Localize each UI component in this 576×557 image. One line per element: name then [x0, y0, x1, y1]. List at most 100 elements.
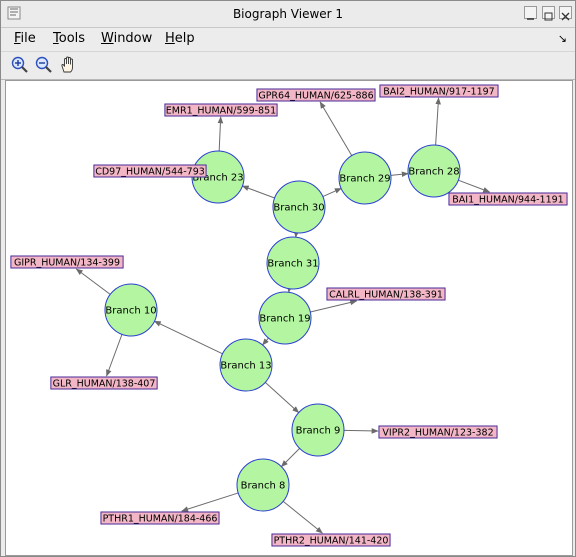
close-icon — [561, 12, 570, 21]
branch-node-circle[interactable] — [236, 458, 290, 512]
edge-b29-b28 — [390, 171, 409, 178]
zoom-in-button[interactable] — [10, 55, 30, 75]
branch-node-circle[interactable] — [407, 144, 461, 198]
edge-b9-b8 — [280, 448, 300, 468]
leaf-node-box[interactable] — [271, 533, 391, 547]
zoom-out-button[interactable] — [34, 55, 54, 75]
leaf-node-label: PTHR2_HUMAN/141-420 — [274, 536, 389, 547]
leaf-node-box[interactable] — [100, 511, 220, 525]
menu-tools[interactable]: Tools — [53, 31, 85, 46]
leaf-node-box[interactable] — [448, 192, 568, 206]
branch-node[interactable]: Branch 28 — [407, 144, 461, 198]
leaf-node-label: BAI1_HUMAN/944-1191 — [452, 195, 563, 206]
branch-node[interactable]: Branch 19 — [258, 291, 312, 345]
edge-b28-bai1 — [458, 179, 491, 193]
branch-node[interactable]: Branch 9 — [291, 403, 345, 457]
leaf-node[interactable]: CD97_HUMAN/544-793 — [93, 164, 207, 178]
branch-node-label: Branch 29 — [339, 174, 390, 185]
maximize-button[interactable] — [542, 6, 555, 21]
graph-canvas[interactable]: Branch 23 Branch 30 Branch 29 Branch 28 Bran… — [5, 80, 573, 556]
menu-bar: File Tools Window Help ↘ — [1, 28, 575, 50]
leaf-node[interactable]: VIPR2_HUMAN/123-382 — [378, 425, 498, 439]
leaf-node-label: CALRL_HUMAN/138-391 — [329, 290, 443, 301]
branch-node-label: Branch 23 — [192, 173, 243, 184]
leaf-node-label: VIPR2_HUMAN/123-382 — [382, 428, 493, 439]
minimize-button[interactable] — [524, 6, 537, 20]
branch-node-label: Branch 9 — [296, 426, 341, 437]
leaf-node-box[interactable] — [379, 84, 499, 98]
pan-button[interactable] — [58, 55, 78, 75]
nodes-layer: Branch 23 Branch 30 Branch 29 Branch 28 Bran… — [10, 84, 568, 547]
minimize-icon — [527, 18, 534, 20]
edge-b23-emr1 — [217, 116, 224, 152]
leaf-node-label: GLR_HUMAN/138-407 — [53, 379, 156, 390]
edge-b31-b19 — [286, 285, 293, 293]
edge-b13-b10 — [153, 320, 223, 355]
leaf-node[interactable]: CALRL_HUMAN/138-391 — [326, 287, 446, 301]
leaf-node-box[interactable] — [256, 88, 376, 102]
leaf-node[interactable]: PTHR1_HUMAN/184-466 — [100, 511, 220, 525]
edge-b8-pthr2 — [282, 500, 323, 534]
leaf-node[interactable]: GIPR_HUMAN/134-399 — [10, 255, 124, 269]
branch-node[interactable]: Branch 29 — [338, 151, 392, 205]
close-button[interactable] — [559, 6, 572, 21]
edge-b8-pthr1 — [181, 492, 239, 512]
menu-window[interactable]: Window — [101, 31, 152, 46]
window-title: Biograph Viewer 1 — [232, 7, 344, 21]
leaf-node[interactable]: GPR64_HUMAN/625-886 — [256, 88, 376, 102]
edge-b9-vipr2 — [343, 428, 379, 434]
branch-node[interactable]: Branch 10 — [104, 283, 158, 337]
leaf-node[interactable]: EMR1_HUMAN/599-851 — [164, 103, 278, 117]
branch-node-label: Branch 28 — [408, 167, 459, 178]
branch-node-circle[interactable] — [272, 180, 326, 234]
leaf-node[interactable]: BAI2_HUMAN/917-1197 — [379, 84, 499, 98]
branch-node-label: Branch 8 — [241, 481, 286, 492]
edge-b13-b9 — [264, 382, 300, 414]
branch-node-label: Branch 31 — [267, 259, 318, 270]
leaf-node-box[interactable] — [93, 164, 207, 178]
leaf-node-label: GIPR_HUMAN/134-399 — [14, 258, 120, 269]
menu-help[interactable]: Help — [165, 31, 195, 46]
leaf-node[interactable]: PTHR2_HUMAN/141-420 — [271, 533, 391, 547]
pan-hand-icon — [61, 56, 73, 73]
zoom-out-icon — [35, 56, 52, 73]
branch-node-circle[interactable] — [266, 236, 320, 290]
leaf-node-label: EMR1_HUMAN/599-851 — [166, 106, 276, 117]
maximize-icon — [544, 12, 553, 21]
branch-node-label: Branch 19 — [259, 314, 310, 325]
leaf-node-box[interactable] — [164, 103, 278, 117]
leaf-node-box[interactable] — [10, 255, 124, 269]
branch-node-circle[interactable] — [219, 338, 273, 392]
branch-node[interactable]: Branch 31 — [266, 236, 320, 290]
phylogenetic-tree-graph[interactable]: Branch 23 Branch 30 Branch 29 Branch 28 Bran… — [5, 80, 573, 556]
leaf-node-box[interactable] — [378, 425, 498, 439]
leaf-node[interactable]: BAI1_HUMAN/944-1191 — [448, 192, 568, 206]
zoom-in-icon — [11, 56, 28, 73]
dock-arrow-icon[interactable]: ↘ — [557, 32, 567, 45]
branch-node[interactable]: Branch 13 — [219, 338, 273, 392]
leaf-node-label: PTHR1_HUMAN/184-466 — [103, 514, 218, 525]
edge-b19-calrl — [310, 299, 358, 313]
app-icon — [7, 6, 21, 20]
branch-node-circle[interactable] — [338, 151, 392, 205]
branch-node-circle[interactable] — [291, 403, 345, 457]
branch-node-label: Branch 13 — [220, 361, 271, 372]
leaf-node-box[interactable] — [326, 287, 446, 301]
leaf-node-box[interactable] — [50, 376, 158, 390]
branch-node-circle[interactable] — [258, 291, 312, 345]
branch-node[interactable]: Branch 30 — [272, 180, 326, 234]
title-bar[interactable]: Biograph Viewer 1 — [1, 1, 575, 28]
menu-file[interactable]: File — [14, 31, 36, 46]
menu-file-accel: F — [14, 31, 21, 46]
branch-node-circle[interactable] — [104, 283, 158, 337]
edge-b28-bai2 — [435, 97, 441, 146]
edge-b10-glr — [106, 334, 123, 377]
menu-help-accel: H — [165, 31, 175, 46]
edge-b10-gipr — [75, 268, 111, 295]
branch-node[interactable]: Branch 8 — [236, 458, 290, 512]
branch-node-label: Branch 30 — [273, 203, 324, 214]
leaf-node[interactable]: GLR_HUMAN/138-407 — [50, 376, 158, 390]
menu-tools-rest: ools — [58, 31, 86, 46]
toolbar — [1, 51, 575, 80]
